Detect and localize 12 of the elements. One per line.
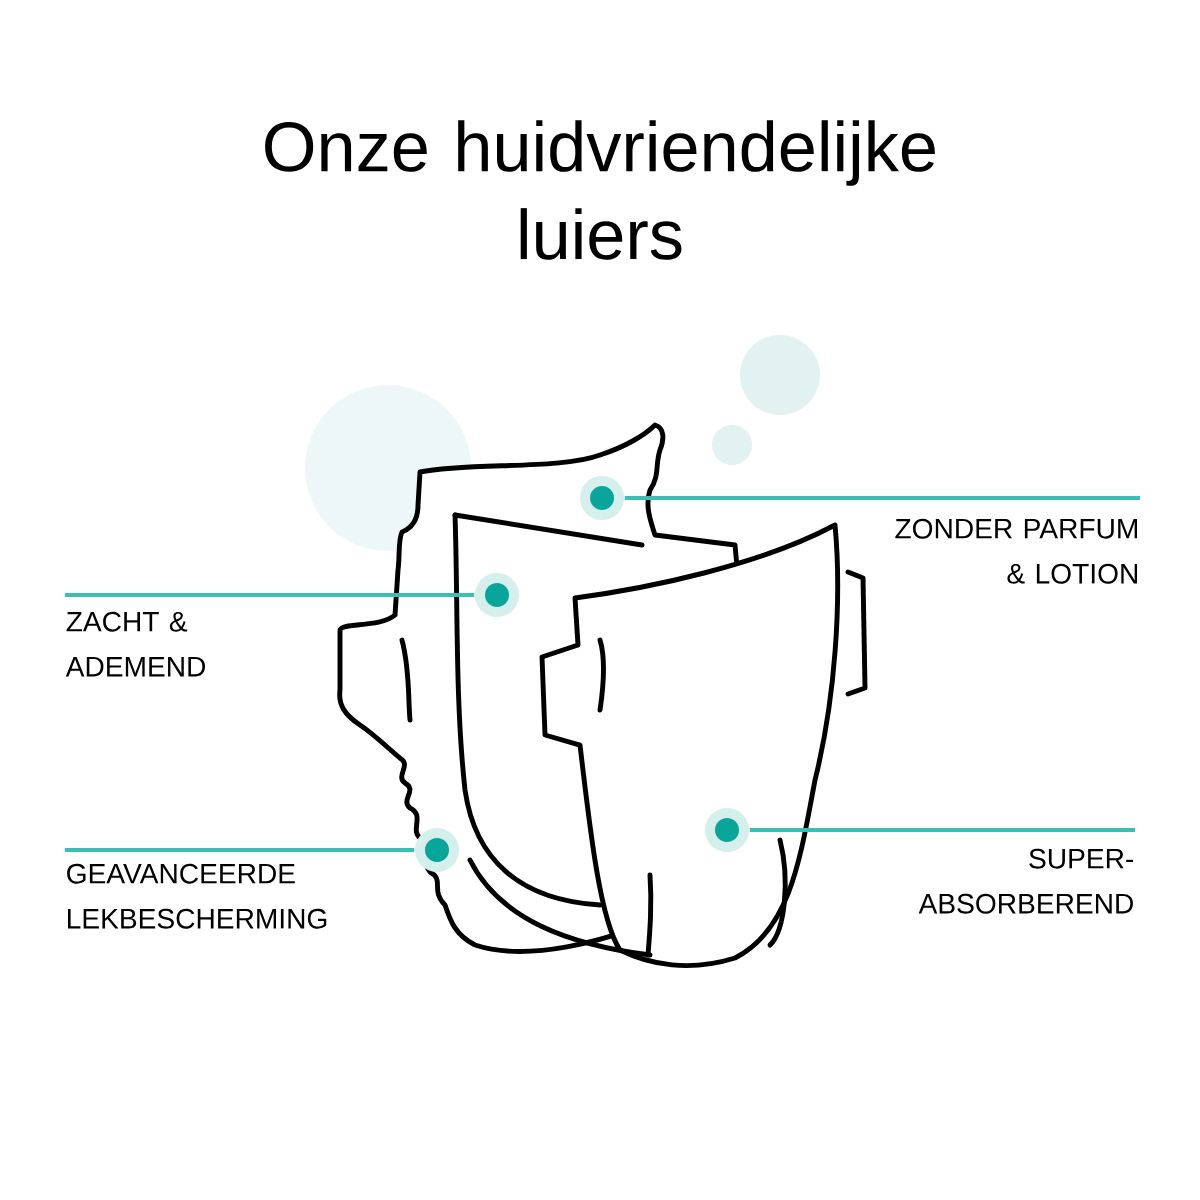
leader-line [749, 828, 1135, 832]
marker-dot [705, 808, 750, 853]
leader-line [65, 593, 475, 597]
title: Onze huidvriendelijke luiers [265, 120, 935, 260]
marker-dot [580, 476, 624, 520]
marker-dot [415, 828, 459, 872]
feature-label: GEAVANCEERDE LEKBESCHERMING [67, 863, 327, 929]
feature-label: ZONDER PARFUM & LOTION [895, 518, 1138, 584]
marker-dot [475, 573, 519, 617]
feature-label: ZACHT & ADEMEND [65, 611, 206, 677]
feature-label: SUPER- ABSORBEREND [918, 848, 1134, 914]
leader-line [65, 848, 415, 852]
